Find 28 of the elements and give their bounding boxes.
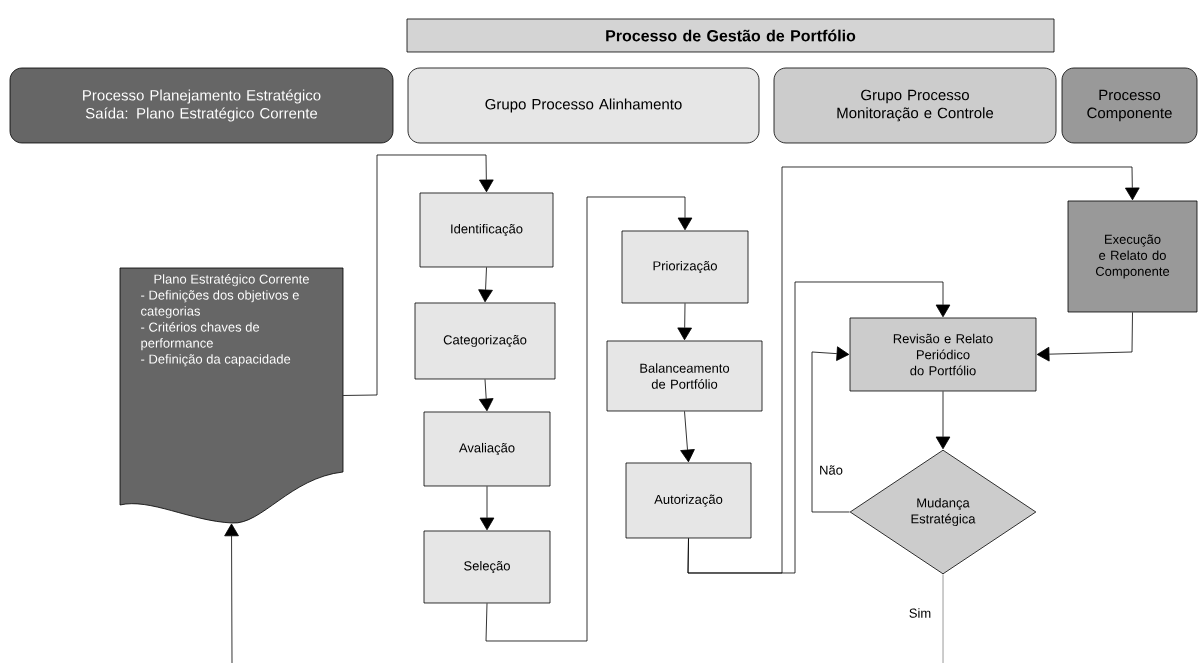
arrow	[1036, 312, 1133, 362]
lane-header: Grupo Processo Alinhamento	[407, 67, 760, 144]
process-box: Balanceamento de Portfólio	[606, 340, 763, 412]
arrow	[935, 391, 951, 450]
title-bar: Processo de Gestão de Portfólio	[406, 18, 1055, 53]
arrow	[680, 411, 695, 463]
arrow	[479, 486, 495, 531]
arrow	[478, 379, 494, 412]
arrow	[687, 166, 1140, 574]
process-box: Revisão e Relato Periódico do Portfólio	[849, 317, 1037, 392]
arrow	[224, 523, 239, 663]
arrow	[677, 303, 692, 341]
process-box: Seleção	[423, 530, 551, 604]
process-box: Execução e Relato do Componente	[1067, 200, 1198, 313]
arrow	[342, 154, 494, 396]
edge-label: Não	[818, 464, 844, 476]
arrow	[478, 267, 493, 303]
process-box: Categorização	[414, 302, 556, 380]
process-box: Autorização	[625, 462, 752, 539]
arrow	[811, 346, 850, 513]
edge-label: Sim	[907, 607, 933, 619]
lane-header: Grupo Processo Monitoração e Controle	[773, 67, 1057, 144]
lane-header: Processo Planejamento Estratégico Saída: Plano Estratégico Corrente	[9, 67, 394, 144]
arrow	[485, 196, 693, 642]
lane-header: Processo Componente	[1061, 67, 1198, 144]
process-box: Identificação	[419, 192, 554, 268]
process-box: Priorização	[621, 230, 749, 304]
process-box: Avaliação	[423, 411, 551, 487]
